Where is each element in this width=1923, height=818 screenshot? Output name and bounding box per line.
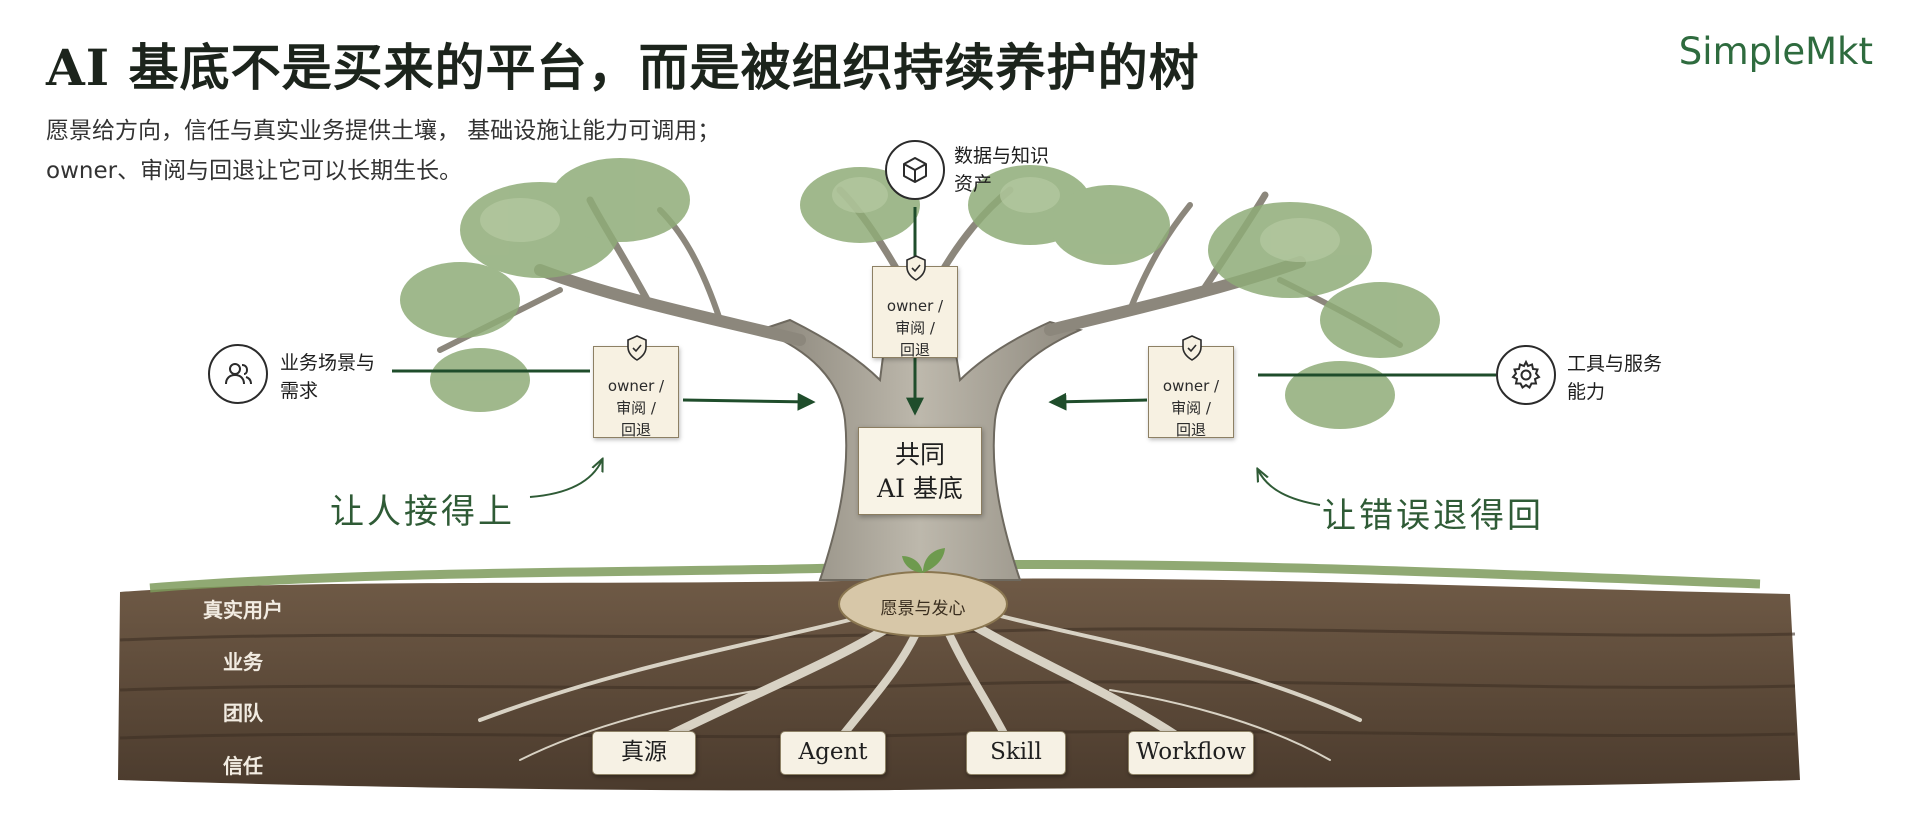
input-label-business-line1: 业务场景与 [280,352,376,374]
input-label-data-line1: 数据与知识 [954,145,1050,167]
soil-layer-label: 业务 [223,650,263,674]
shield-check-icon [627,335,647,361]
soil-layer-label: 信任 [223,754,263,778]
input-label-data-line2: 资产 [954,173,993,195]
soil-layer-label: 真实用户 [203,598,283,622]
subtitle-line-1: 愿景给方向，信任与真实业务提供土壤， 基础设施让能力可调用； [46,118,721,144]
root-tag-workflow: Workflow [1128,731,1254,775]
users-icon [208,344,268,404]
core-ai-base: 共同 AI 基底 [858,427,982,515]
gate-left-line3: 回退 [620,421,651,439]
foliage-highlight [480,177,1340,262]
shield-check-icon [906,255,926,281]
gate-top-line2: 审阅 / [895,319,935,337]
root-tag-truth-source: 真源 [592,731,696,775]
annotation-left: 让人接得上 [330,492,515,532]
page-title: AI 基底不是买来的平台，而是被组织持续养护的树 [46,38,1200,97]
gear-icon [1496,345,1556,405]
core-line2: AI 基底 [877,474,963,503]
sprout-icon [902,548,945,573]
root-tag-skill: Skill [966,731,1066,775]
input-label-data: 数据与知识 资产 [954,142,1049,198]
annotation-right: 让错误退得回 [1322,496,1544,536]
input-label-tools-line2: 能力 [1567,381,1606,403]
seed-shape [838,571,1008,637]
root-tag-agent: Agent [780,731,886,775]
gate-top: owner / 审阅 / 回退 [872,255,958,359]
soil-layer-label: 团队 [223,701,263,725]
gate-left-line1: owner / [607,377,665,395]
brand-logo: SimpleMkt [1678,30,1873,73]
gate-top-line3: 回退 [899,341,930,359]
gate-right-line1: owner / [1162,377,1220,395]
gate-right-line2: 审阅 / [1171,399,1211,417]
shield-check-icon [1182,335,1202,361]
seed-label: 愿景与发心 [880,599,966,619]
gate-top-line1: owner / [886,297,944,315]
gate-left: owner / 审阅 / 回退 [593,335,679,439]
core-line1: 共同 [894,440,945,469]
input-label-business: 业务场景与 需求 [280,349,375,405]
input-label-business-line2: 需求 [280,380,319,402]
gate-right: owner / 审阅 / 回退 [1148,335,1234,439]
annotation-arrow-left [529,460,602,498]
gate-right-line3: 回退 [1175,421,1206,439]
input-label-tools: 工具与服务 能力 [1567,350,1662,406]
subtitle-line-2: owner、审阅与回退让它可以长期生长。 [46,158,463,184]
connector-arrows [392,207,1496,416]
gate-left-line2: 审阅 / [616,399,656,417]
cube-icon [885,140,945,200]
input-label-tools-line1: 工具与服务 [1567,353,1663,375]
annotation-arrow-right [1258,470,1321,506]
